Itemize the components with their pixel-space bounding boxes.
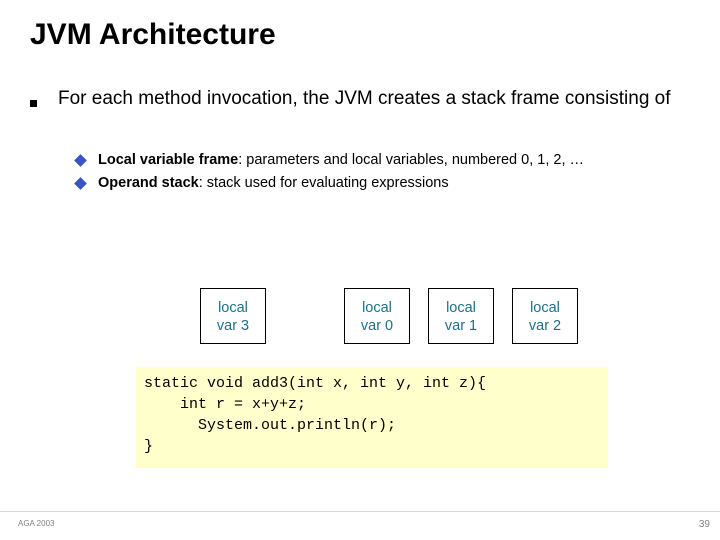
page-title: JVM Architecture — [30, 18, 276, 51]
diamond-bullet-icon — [74, 150, 98, 171]
slide-number: 39 — [698, 519, 710, 530]
local-variable-boxes: local var 3 local var 0 local var 1 loca… — [0, 288, 720, 348]
diamond-bullet-icon — [74, 173, 98, 194]
footer-source: AGA 2003 — [18, 519, 55, 528]
square-bullet-icon — [30, 86, 58, 112]
local-var-box: local var 3 — [200, 288, 266, 344]
local-var-box-line1: local — [218, 300, 248, 316]
bullet-level2-bold: Local variable frame — [98, 152, 239, 168]
bullet-level1: For each method invocation, the JVM crea… — [30, 86, 680, 112]
footer-divider — [0, 511, 720, 512]
sub-bullet-list: Local variable frame: parameters and loc… — [74, 150, 686, 196]
local-var-box-line2: var 1 — [444, 318, 478, 334]
local-var-box: local var 1 — [428, 288, 494, 344]
local-var-box-line1: local — [362, 300, 392, 316]
local-var-box-line2: var 3 — [216, 318, 250, 334]
bullet-level2-text: Operand stack: stack used for evaluating… — [98, 173, 449, 193]
local-var-box: local var 2 — [512, 288, 578, 344]
bullet-level1-text: For each method invocation, the JVM crea… — [58, 88, 671, 109]
local-var-box-line2: var 2 — [528, 318, 562, 334]
local-var-box: local var 0 — [344, 288, 410, 344]
bullet-level2: Operand stack: stack used for evaluating… — [74, 173, 686, 194]
bullet-level2-rest: : stack used for evaluating expressions — [198, 175, 449, 191]
local-var-box-line1: local — [530, 300, 560, 316]
bullet-level2-rest: : parameters and local variables, number… — [238, 152, 585, 168]
bullet-level2: Local variable frame: parameters and loc… — [74, 150, 686, 171]
bullet-level2-text: Local variable frame: parameters and loc… — [98, 150, 584, 170]
code-block: static void add3(int x, int y, int z){ i… — [136, 367, 608, 468]
local-var-box-line2: var 0 — [360, 318, 394, 334]
bullet-level2-bold: Operand stack — [98, 175, 199, 191]
local-var-box-line1: local — [446, 300, 476, 316]
